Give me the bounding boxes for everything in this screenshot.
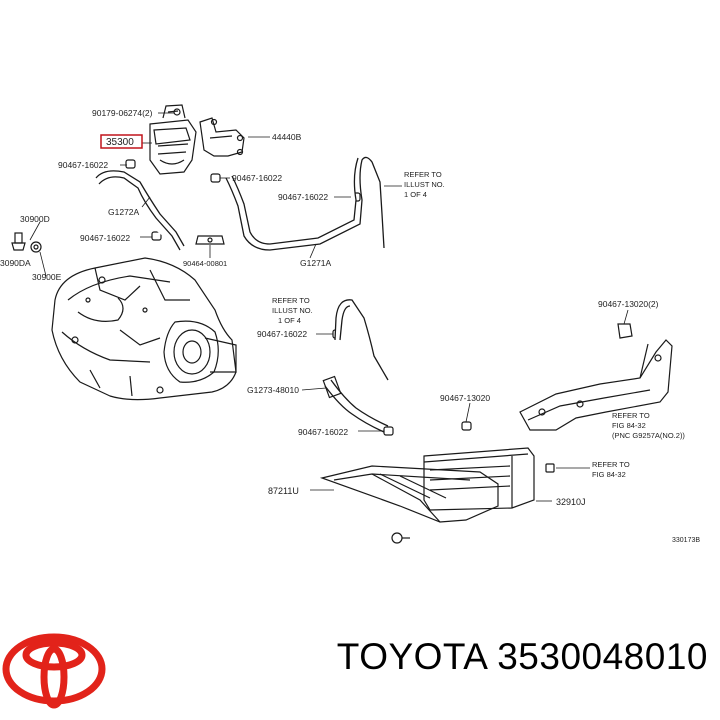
refer-note-3-line-1: REFER TO: [612, 411, 650, 420]
part-number-caption: TOYOTA 3530048010: [336, 636, 708, 677]
hose-clamp-2: [210, 173, 221, 183]
leader-lines: [29, 112, 629, 502]
refer-note-4-line-1: REFER TO: [592, 460, 630, 469]
plug-30900e: [30, 241, 42, 253]
bracket-44440b: [199, 117, 245, 157]
refer-note-4-line-2: FIG 84-32: [592, 470, 626, 479]
callout-90467-16022-b: 90467-16022: [232, 173, 282, 183]
callout-90179-06274: 90179-06274(2): [92, 108, 153, 118]
callout-44440b: 44440B: [272, 132, 302, 142]
callout-3090da: 3090DA: [0, 258, 31, 268]
toyota-logo-icon: [2, 633, 106, 709]
refer-note-2: REFER TO ILLUST NO. 1 OF 4: [272, 296, 313, 325]
mounting-bracket-right: [519, 339, 673, 431]
refer-note-3-line-3: (PNC G9257A(NO.2)): [612, 431, 685, 440]
refer-note-3: REFER TO FIG 84-32 (PNC G9257A(NO.2)): [612, 411, 685, 440]
callout-87211u: 87211U: [268, 486, 299, 496]
refer-note-1: REFER TO ILLUST NO. 1 OF 4: [404, 170, 445, 199]
actuator-35300: [149, 104, 197, 175]
callout-30900d: 30900D: [20, 214, 50, 224]
callout-90467-13020: 90467-13020: [440, 393, 490, 403]
refer-note-2-line-3: 1 OF 4: [278, 316, 301, 325]
hose-clamp-4: [151, 231, 162, 241]
callout-30900e: 30900E: [32, 272, 62, 282]
callout-labels: 90179-06274(2) 35300 44440B 90467-16022 …: [0, 108, 700, 544]
hose-fitting-90464: [195, 235, 225, 245]
hose-clamp-6: [383, 426, 394, 436]
drain-plug-30900d: [11, 232, 26, 251]
cooler-bracket-87211u: [319, 465, 499, 544]
transmission-housing: [51, 257, 237, 401]
callout-g1271a: G1271A: [300, 258, 332, 268]
callout-90467-13020-2: 90467-13020(2): [598, 299, 659, 309]
callout-90467-16022-e: 90467-16022: [257, 329, 307, 339]
highlight-box-35300: [100, 134, 143, 149]
hose-clamp-1: [125, 159, 136, 169]
hose-clamp-7: [461, 421, 472, 431]
callout-90464-00801: 90464-00801: [183, 259, 227, 268]
drawing-code: 330173B: [672, 537, 700, 544]
refer-note-1-line-1: REFER TO: [404, 170, 442, 179]
refer-note-3-line-2: FIG 84-32: [612, 421, 646, 430]
oil-cooler-32910j: [423, 447, 555, 511]
callout-90467-16022-f: 90467-16022: [298, 427, 348, 437]
hose-g1273-48010: [334, 299, 389, 381]
refer-note-4: REFER TO FIG 84-32: [592, 460, 630, 479]
clamp-90467-13020-2: [617, 323, 633, 339]
callout-35300: 35300: [106, 137, 134, 148]
refer-note-2-line-1: REFER TO: [272, 296, 310, 305]
callout-32910j: 32910J: [556, 497, 586, 507]
callout-90467-16022-c: 90467-16022: [278, 192, 328, 202]
callout-90467-16022-a: 90467-16022: [58, 160, 108, 170]
callout-g1273-48010: G1273-48010: [247, 385, 299, 395]
callout-g1272a: G1272A: [108, 207, 140, 217]
callout-90467-16022-d: 90467-16022: [80, 233, 130, 243]
refer-note-1-line-3: 1 OF 4: [404, 190, 427, 199]
refer-note-2-line-2: ILLUST NO.: [272, 306, 313, 315]
refer-note-1-line-2: ILLUST NO.: [404, 180, 445, 189]
